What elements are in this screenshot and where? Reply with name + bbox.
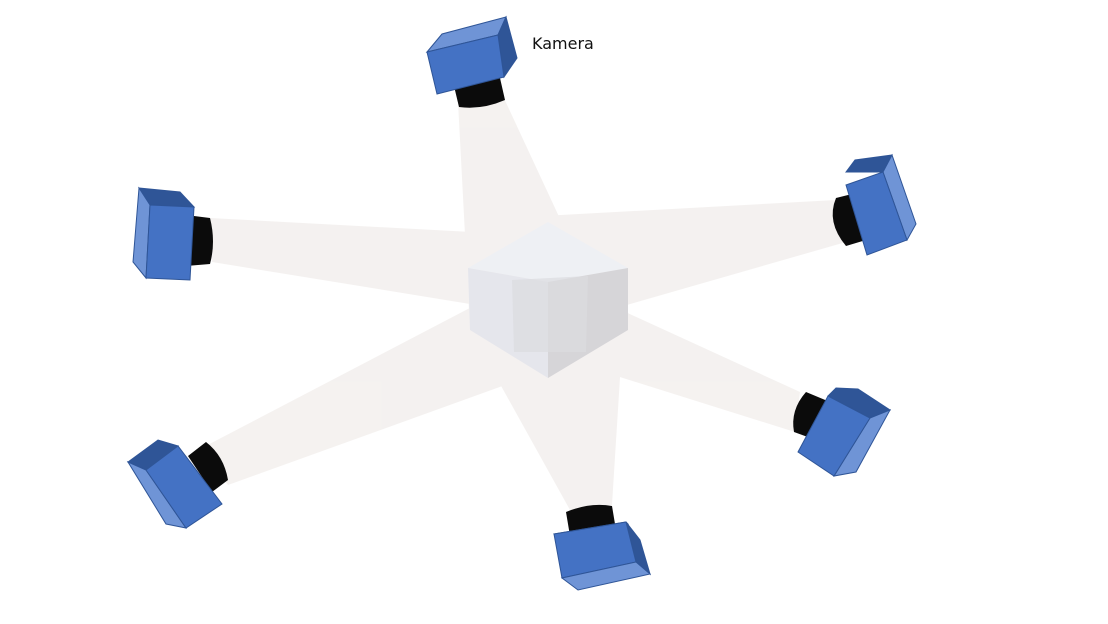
camera-label: Kamera (532, 34, 594, 53)
object-face-mid (512, 276, 588, 352)
camera-left-body-front (145, 204, 195, 281)
camera-top-body-front (426, 34, 505, 95)
camera-right-body-front (845, 171, 908, 256)
camera-lower-right-body-front (797, 395, 871, 477)
central-object (468, 222, 628, 378)
camera-lower-right-lens (793, 392, 830, 440)
camera-right (832, 153, 917, 256)
object-face-top (468, 222, 628, 282)
camera-left (132, 186, 213, 281)
camera-bottom-body-bottom (560, 561, 652, 591)
camera-lower-left-lens (188, 442, 228, 492)
camera-top (425, 15, 518, 108)
camera-bottom (552, 504, 652, 591)
camera-lower-right (793, 387, 892, 477)
camera-lower-left-body-front (145, 445, 223, 529)
camera-lower-left (126, 439, 228, 529)
